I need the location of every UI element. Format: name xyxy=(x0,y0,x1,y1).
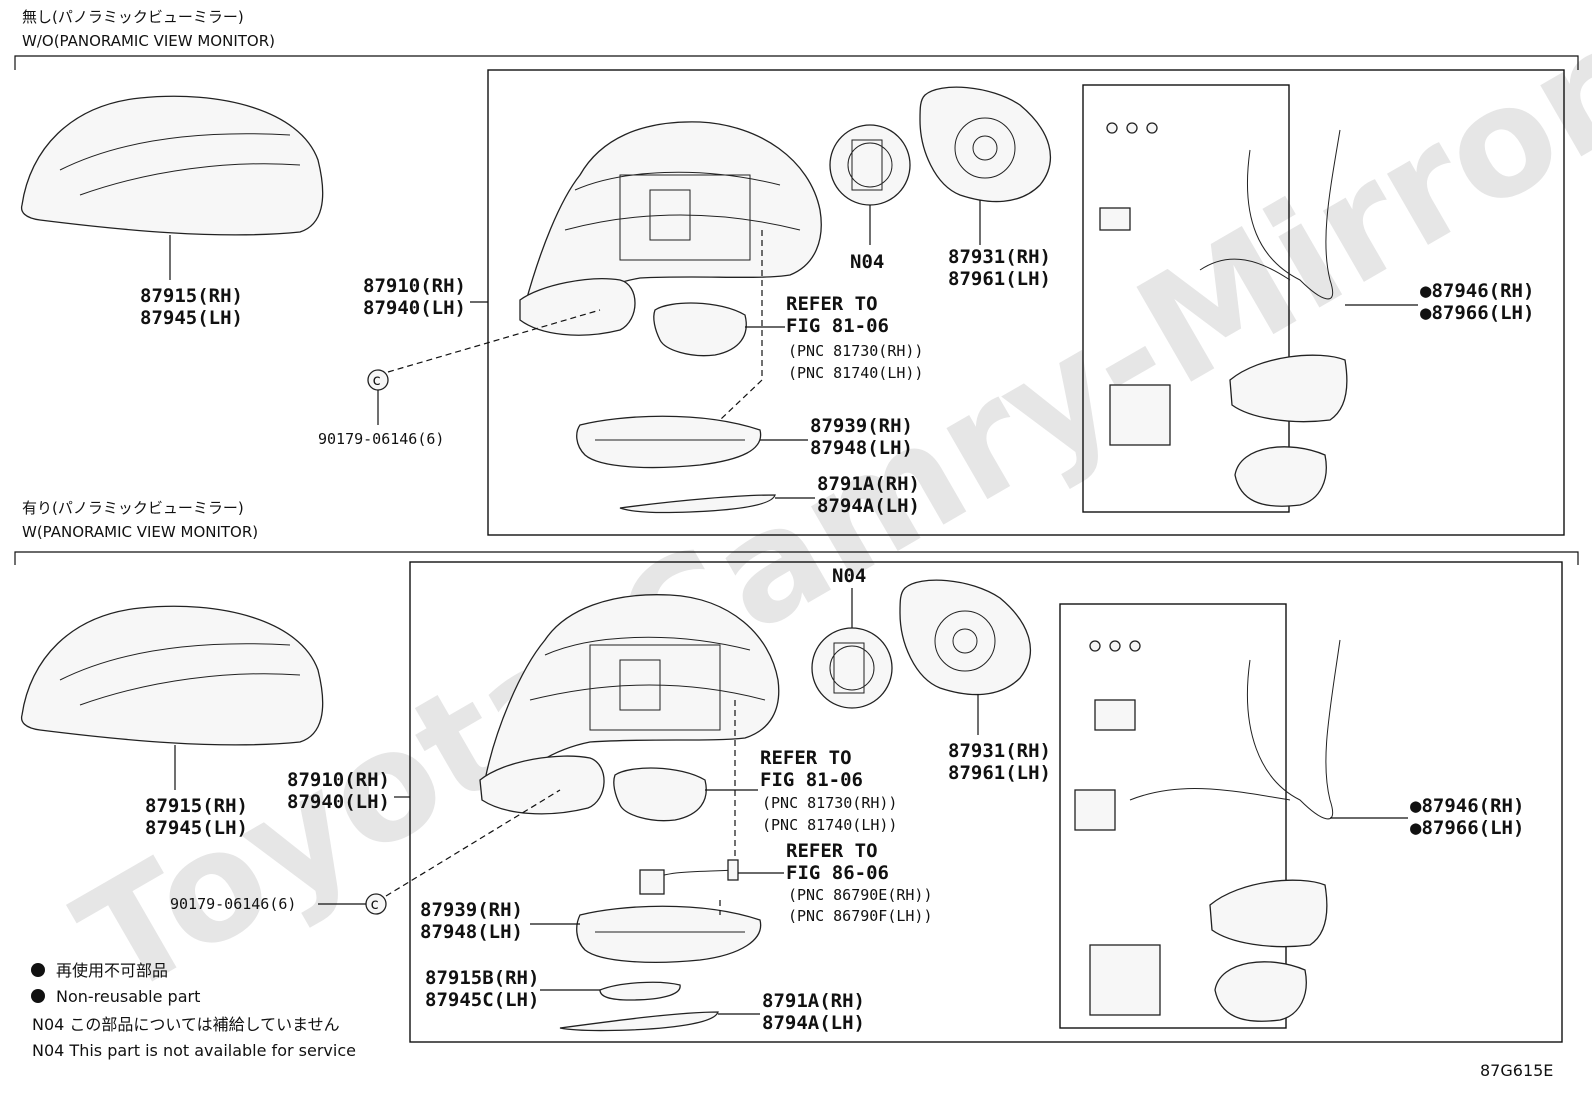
bottom-kit-rh: ●87946(RH) xyxy=(1410,795,1524,817)
bottom-mirror-lh: 87961(LH) xyxy=(948,762,1051,784)
bottom-mirror-housing xyxy=(479,594,780,815)
bottom-screw-dash xyxy=(385,789,561,897)
top-kit-box xyxy=(1082,84,1290,513)
bottom-section-bracket xyxy=(14,551,1579,565)
top-kit-lh: ●87966(LH) xyxy=(1420,302,1534,324)
bottom-mirror-glass xyxy=(899,579,1032,696)
bottom-kit-lh: ●87966(LH) xyxy=(1410,817,1524,839)
top-lamp-rh: 87939(RH) xyxy=(810,415,913,437)
bottom-cover-lh: 87945(LH) xyxy=(145,817,248,839)
bottom-screw-part: c xyxy=(365,893,387,915)
bottom-assy-rh: 87910(RH) xyxy=(287,769,390,791)
top-cover-part xyxy=(20,95,324,236)
top-garnish-rh: 8791A(RH) xyxy=(817,473,920,495)
top-kit-rh: ●87946(RH) xyxy=(1420,280,1534,302)
bottom-refer-to: REFER TO xyxy=(760,747,852,769)
legend-nonreuse-en: Non-reusable part xyxy=(56,987,200,1006)
bottom-cover-part xyxy=(20,605,324,746)
top-screw-part: c xyxy=(367,369,389,391)
diagram-code: 87G615E xyxy=(1480,1061,1553,1080)
bottom-motor-part xyxy=(811,627,893,709)
legend-dot-1 xyxy=(31,963,45,977)
bottom-refer-pnc2: (PNC 81740(LH)) xyxy=(762,816,897,834)
top-assy-rh: 87910(RH) xyxy=(363,275,466,297)
top-garnish-lh: 8794A(LH) xyxy=(817,495,920,517)
legend-n04-en: N04 This part is not available for servi… xyxy=(32,1041,356,1060)
top-cover-rh: 87915(RH) xyxy=(140,285,243,307)
top-screw-label: 90179-06146(6) xyxy=(318,430,444,448)
bottom-header-en: W(PANORAMIC VIEW MONITOR) xyxy=(22,523,258,541)
bottom-garnish-rh: 8791A(RH) xyxy=(762,990,865,1012)
top-refer-part xyxy=(653,302,747,357)
bottom-lamp-part xyxy=(576,905,762,963)
top-garnish-part xyxy=(619,494,776,514)
top-header-jp: 無し(パノラミックビューミラー) xyxy=(22,8,244,26)
top-header-en: W/O(PANORAMIC VIEW MONITOR) xyxy=(22,32,275,50)
bottom-refer-pnc1: (PNC 81730(RH)) xyxy=(762,794,897,812)
top-lamp-lh: 87948(LH) xyxy=(810,437,913,459)
bottom-camera-harness xyxy=(639,859,739,895)
top-screw-dash xyxy=(387,309,601,373)
top-motor-part xyxy=(829,124,911,206)
bottom-refer-fig: FIG 81-06 xyxy=(760,769,863,791)
top-motor-code: N04 xyxy=(850,251,884,273)
bottom-kit-box xyxy=(1059,603,1287,1029)
legend-n04-jp: N04 この部品については補給していません xyxy=(32,1015,340,1034)
bottom-garnish-part xyxy=(559,1011,719,1032)
bottom-garnish-lh: 8794A(LH) xyxy=(762,1012,865,1034)
top-assy-lh: 87940(LH) xyxy=(363,297,466,319)
top-refer-pnc1: (PNC 81730(RH)) xyxy=(788,342,923,360)
top-mirror-housing xyxy=(519,121,822,336)
bottom-assembly-box xyxy=(409,561,1563,1043)
bottom-kit-contents xyxy=(1074,639,1341,1022)
bottom-cover-rh: 87915(RH) xyxy=(145,795,248,817)
bottom-lamp-rh: 87939(RH) xyxy=(420,899,523,921)
top-section-bracket xyxy=(14,55,1579,70)
top-cover-lh: 87945(LH) xyxy=(140,307,243,329)
bottom-assy-lh: 87940(LH) xyxy=(287,791,390,813)
top-mirror-glass xyxy=(919,86,1052,203)
bottom-refer2-pnc1: (PNC 86790E(RH)) xyxy=(788,886,933,904)
bottom-mirror-rh: 87931(RH) xyxy=(948,740,1051,762)
bottom-screw-label: 90179-06146(6) xyxy=(170,895,296,913)
bottom-refer-part xyxy=(613,767,707,822)
bottom-header-jp: 有り(パノラミックビューミラー) xyxy=(22,499,244,517)
bottom-motor-code: N04 xyxy=(832,565,866,587)
top-mirror-rh: 87931(RH) xyxy=(948,246,1051,268)
top-refer-to: REFER TO xyxy=(786,293,878,315)
legend-nonreuse-jp: 再使用不可部品 xyxy=(56,961,168,980)
bottom-camera-lh: 87945C(LH) xyxy=(425,989,539,1011)
svg-text:c: c xyxy=(370,895,379,913)
legend-dot-2 xyxy=(31,989,45,1003)
bottom-refer2-to: REFER TO xyxy=(786,840,878,862)
top-refer-pnc2: (PNC 81740(LH)) xyxy=(788,364,923,382)
bottom-camera-rh: 87915B(RH) xyxy=(425,967,539,989)
top-kit-contents xyxy=(1099,122,1348,507)
bottom-refer2-pnc2: (PNC 86790F(LH)) xyxy=(788,907,933,925)
top-refer-fig: FIG 81-06 xyxy=(786,315,889,337)
svg-text:c: c xyxy=(372,371,381,389)
top-lamp-part xyxy=(576,415,762,469)
bottom-lamp-lh: 87948(LH) xyxy=(420,921,523,943)
bottom-camera-part xyxy=(599,981,681,1001)
top-mirror-lh: 87961(LH) xyxy=(948,268,1051,290)
bottom-refer2-fig: FIG 86-06 xyxy=(786,862,889,884)
top-lamp-dash xyxy=(719,230,763,421)
